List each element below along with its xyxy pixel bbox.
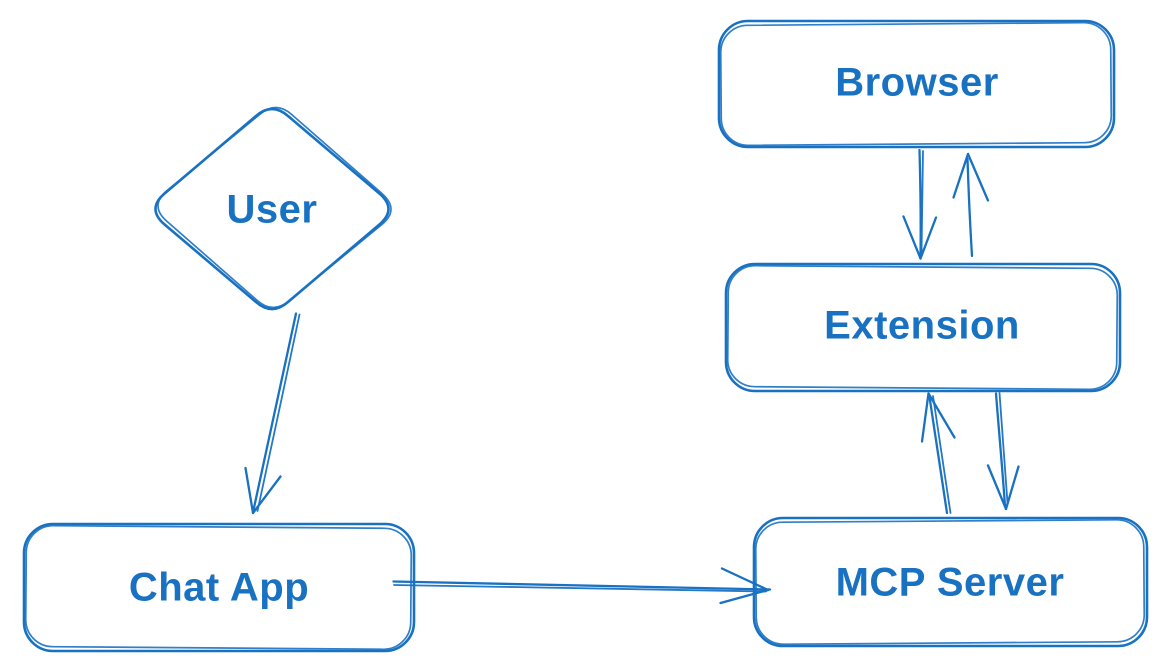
arrow-extension-to-browser bbox=[952, 152, 990, 258]
arrow-extension-to-mcp-server bbox=[986, 392, 1020, 511]
user-diamond-shape bbox=[154, 106, 392, 311]
mcp-server-node-label: MCP Server bbox=[835, 560, 1065, 605]
arrow-browser-to-extension bbox=[902, 148, 938, 260]
chat-app-node-label: Chat App bbox=[128, 565, 310, 610]
user-node-label: User bbox=[226, 187, 318, 232]
chat-app-box-shape bbox=[22, 522, 416, 653]
extension-box-shape bbox=[724, 262, 1122, 393]
arrow-chat-app-to-mcp-server bbox=[392, 567, 772, 605]
browser-node-label: Browser bbox=[835, 60, 999, 105]
extension-node-label: Extension bbox=[824, 303, 1020, 348]
arrow-mcp-server-to-extension bbox=[920, 392, 956, 515]
browser-box-shape bbox=[717, 19, 1116, 149]
arrow-user-to-chat-app bbox=[244, 312, 301, 515]
